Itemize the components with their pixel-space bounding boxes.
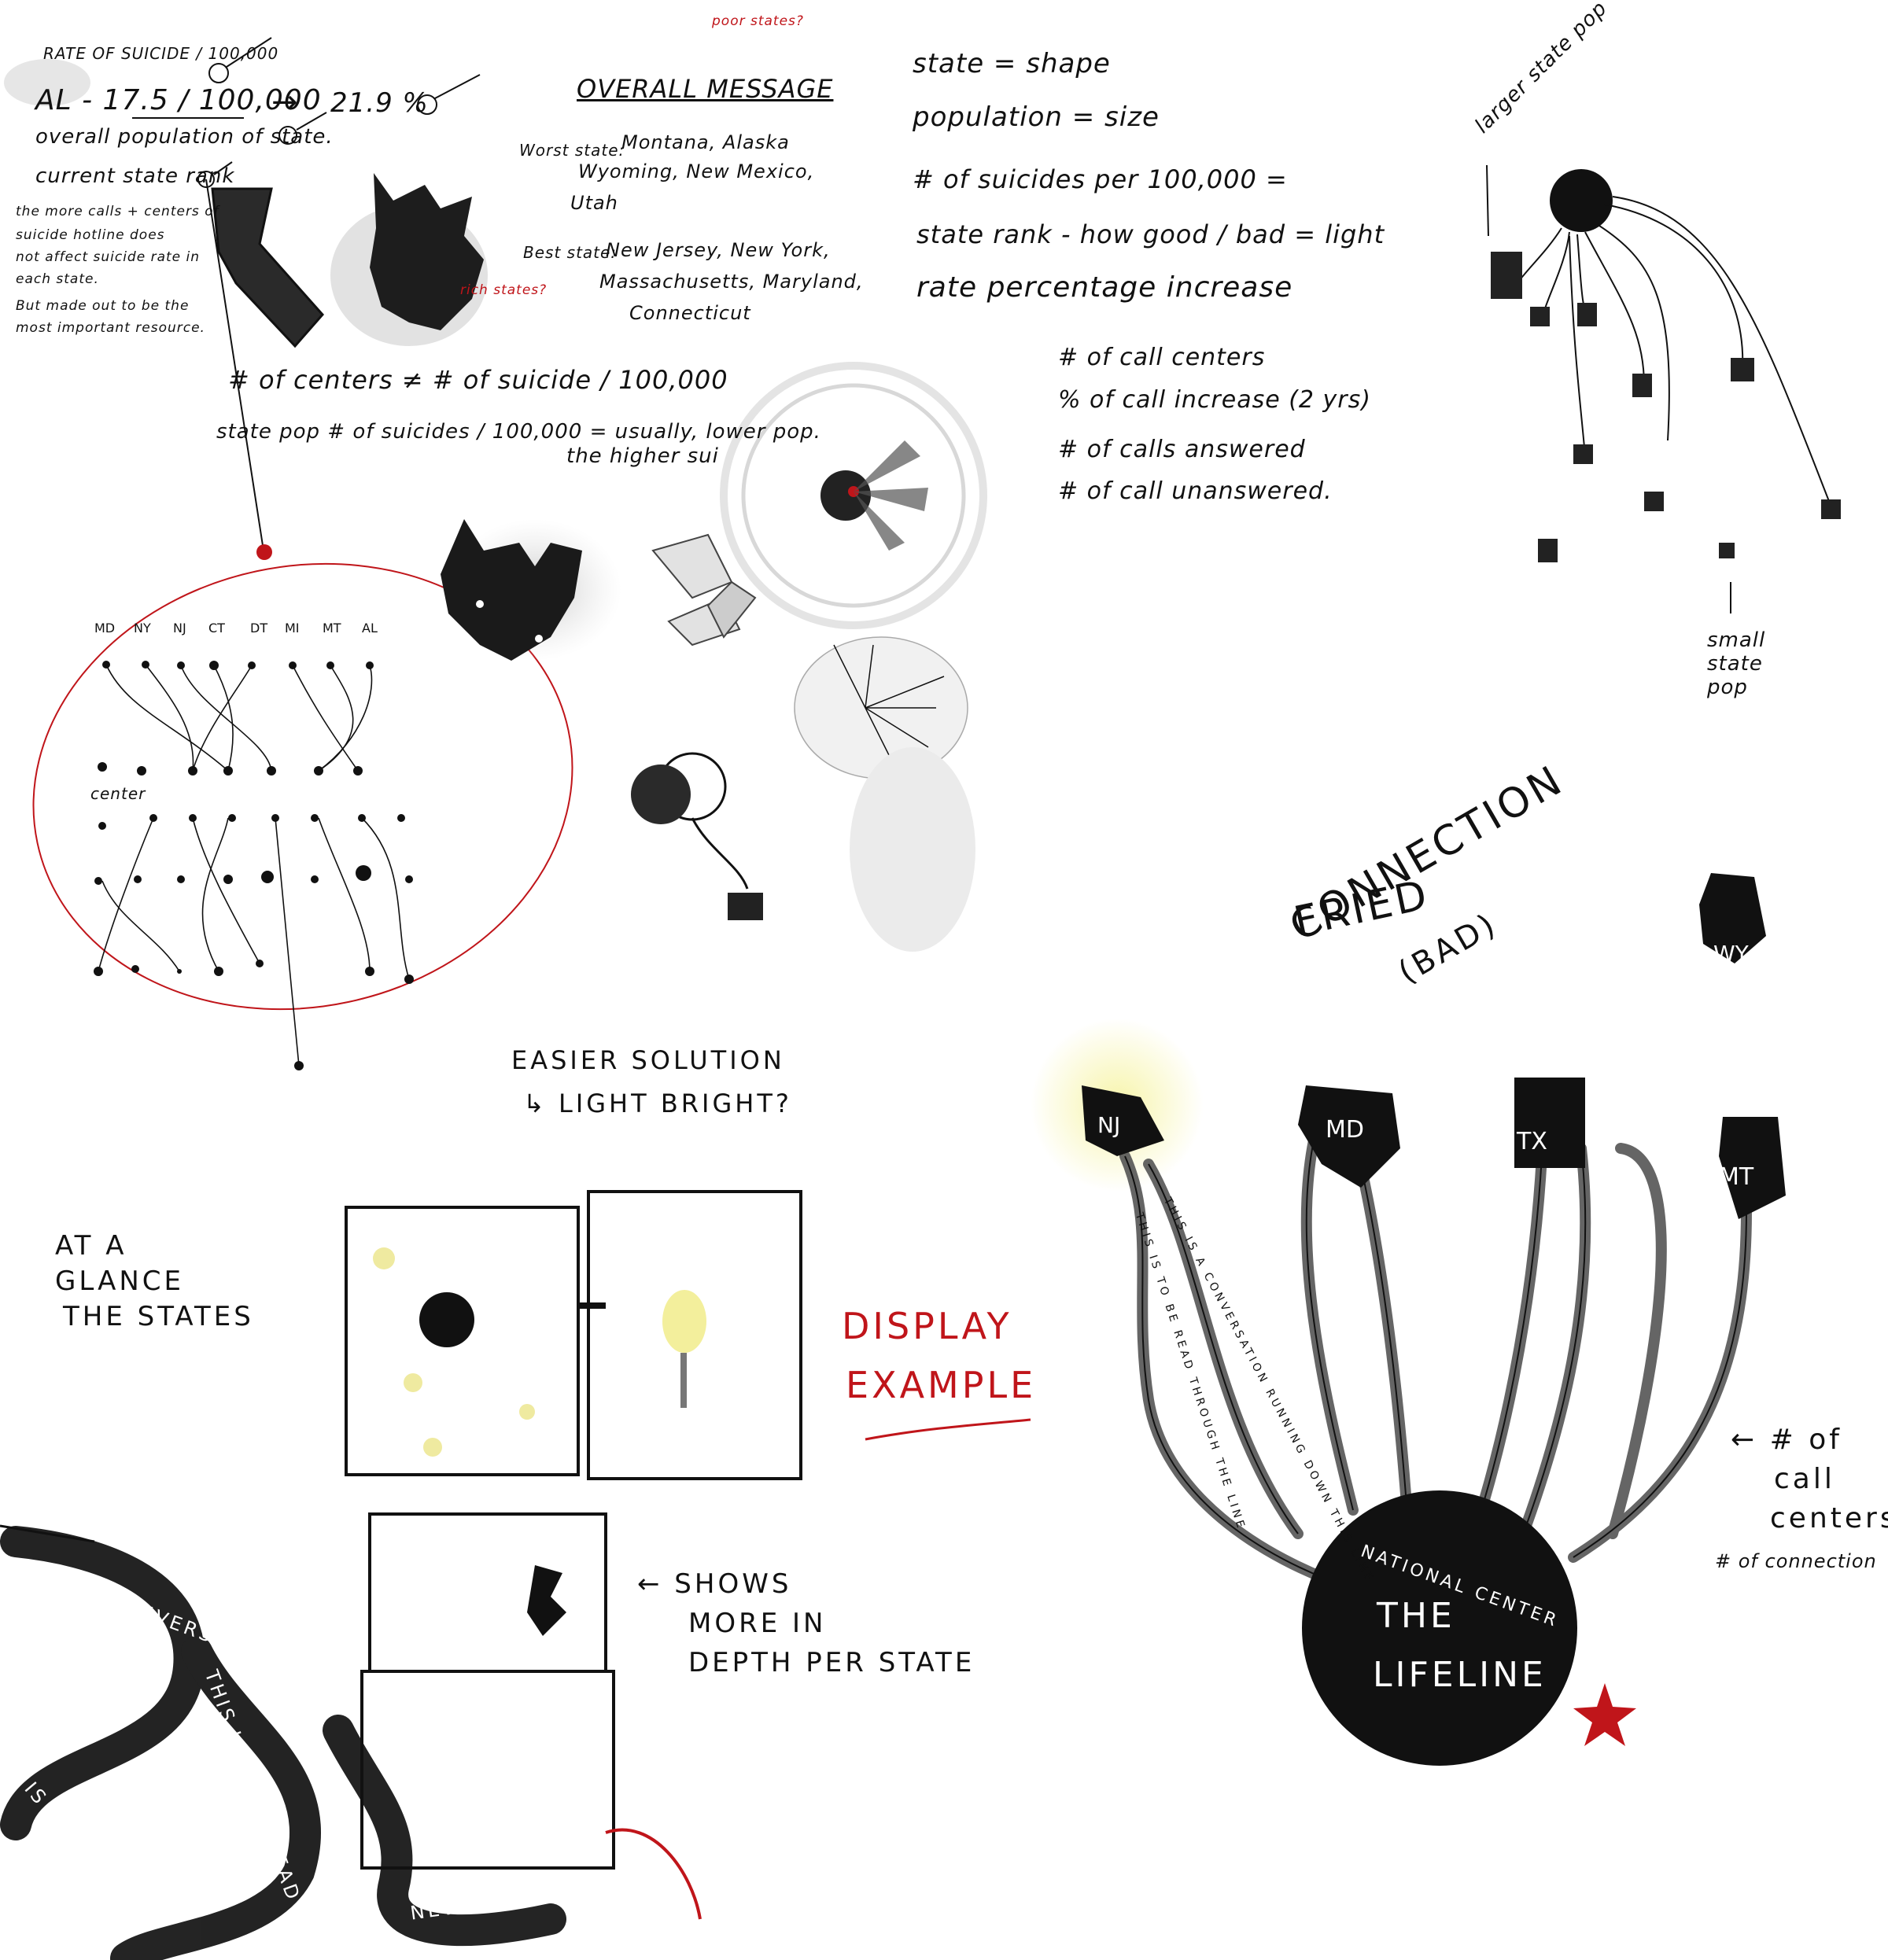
small-state-pop-label: small state pop [1707, 628, 1766, 699]
panel-icon [527, 1565, 566, 1636]
marker-circles [197, 37, 481, 188]
best-label: Best state: [523, 243, 618, 262]
bottom-cables [0, 1526, 566, 1960]
connection-note: # of connection [1715, 1550, 1877, 1572]
rich-states-note: rich states? [460, 282, 548, 298]
worst-list-3: Utah [570, 192, 618, 214]
cable-plug [0, 1524, 95, 1543]
grey-wash [850, 747, 975, 952]
network-state-dt: DT [250, 621, 268, 636]
red-star [1573, 1683, 1636, 1746]
light-bright: ↳ LIGHT BRIGHT? [523, 1089, 792, 1118]
al-arrow: → [271, 84, 299, 120]
overall-population: overall population of state. [35, 125, 334, 149]
hub-title: THE [1377, 1596, 1455, 1636]
at-a-glance-1: AT A [55, 1230, 127, 1262]
note-line-2: suicide hotline does [16, 227, 165, 243]
rate-heading: RATE OF SUICIDE / 100,000 [43, 44, 279, 63]
note-line-6: most important resource. [16, 320, 205, 336]
state-population-diagram [1486, 164, 1841, 613]
hatched-state-shape [211, 187, 324, 348]
network-state-mi: MI [285, 621, 300, 636]
hub-subtitle: LIFELINE [1373, 1655, 1547, 1695]
lifeline-state-nj: NJ [1097, 1112, 1121, 1138]
dot-network [94, 661, 414, 1070]
legend-calls-answered: # of calls answered [1058, 436, 1306, 463]
poor-states-note: poor states? [712, 13, 804, 29]
display-frames [345, 1190, 802, 1870]
legend-suicides: # of suicides per 100,000 = [913, 164, 1288, 194]
plug-sketch [631, 752, 763, 920]
paper-shapes [651, 533, 757, 647]
red-arrow [605, 1828, 702, 1920]
lifeline-state-tx: TX [1517, 1128, 1547, 1155]
ink-splash [441, 519, 621, 661]
lifeline-state-wy: WY [1713, 941, 1749, 967]
al-percent: 21.9 % [330, 87, 429, 119]
grey-smudge [4, 59, 90, 106]
connector-line [205, 179, 264, 551]
lifeline-state-md: MD [1326, 1116, 1364, 1144]
easier-solution: EASIER SOLUTION [511, 1045, 785, 1075]
lifeline-diagram [1031, 873, 1786, 1766]
spiky-state-shape [370, 173, 484, 330]
legend-population: population = size [913, 101, 1160, 133]
network-outline [32, 562, 573, 1011]
at-a-glance-2: GLANCE [55, 1266, 184, 1297]
target-fan [854, 440, 928, 551]
shows-more-1: ← SHOWS [637, 1568, 792, 1600]
legend-calls-unanswered: # of call unanswered. [1058, 477, 1333, 505]
network-state-mt: MT [323, 621, 341, 636]
display-example-1: DISPLAY [842, 1305, 1012, 1347]
legend-rate-increase: rate percentage increase [916, 271, 1293, 304]
network-center-label: center [90, 784, 146, 803]
call-centers-1: ← # of [1731, 1424, 1842, 1456]
display-underline [865, 1418, 1031, 1441]
shows-more-2: MORE IN [688, 1608, 827, 1639]
display-glow [373, 1247, 706, 1457]
red-pin [256, 544, 272, 560]
state-pop-formula-2: the higher sui [566, 444, 719, 468]
al-line: AL - 17.5 / 100,000 [35, 84, 322, 116]
worst-list-1: Montana, Alaska [621, 131, 790, 153]
current-rank: current state rank [35, 164, 235, 188]
at-a-glance-3: THE STATES [63, 1301, 254, 1332]
note-line-5: But made out to be the [16, 298, 190, 314]
display-example-2: EXAMPLE [846, 1364, 1037, 1406]
best-list-3: Connecticut [629, 302, 751, 324]
network-state-ct: CT [208, 621, 225, 636]
target-rings [720, 362, 987, 629]
best-list-2: Massachusetts, Maryland, [599, 271, 864, 293]
overall-message-title: OVERALL MESSAGE [577, 74, 834, 104]
shows-more-3: DEPTH PER STATE [688, 1647, 975, 1678]
note-line-4: each state. [16, 271, 99, 287]
call-centers-2: call [1774, 1463, 1835, 1495]
target-core [820, 470, 871, 521]
network-state-md: MD [94, 621, 116, 636]
call-centers-3: centers [1770, 1502, 1888, 1534]
legend-state-shape: state = shape [913, 48, 1111, 79]
worst-list-2: Wyoming, New Mexico, [578, 160, 815, 182]
network-state-al: AL [362, 621, 378, 636]
network-state-ny: NY [134, 621, 151, 636]
centers-formula: # of centers ≠ # of suicide / 100,000 [228, 365, 728, 395]
network-state-nj: NJ [173, 621, 186, 636]
network-links [98, 664, 410, 1067]
worst-label: Worst state: [519, 141, 625, 160]
burst-flower [794, 636, 968, 779]
state-pop-formula: state pop # of suicides / 100,000 = usua… [216, 420, 821, 444]
legend-call-increase: % of call increase (2 yrs) [1058, 386, 1371, 414]
note-line-3: not affect suicide rate in [16, 249, 201, 265]
note-line-1: the more calls + centers of [16, 204, 219, 219]
best-list-1: New Jersey, New York, [606, 239, 831, 261]
lifeline-state-mt: MT [1719, 1163, 1754, 1191]
legend-call-centers: # of call centers [1058, 344, 1266, 371]
legend-state-rank: state rank - how good / bad = light [916, 219, 1385, 249]
